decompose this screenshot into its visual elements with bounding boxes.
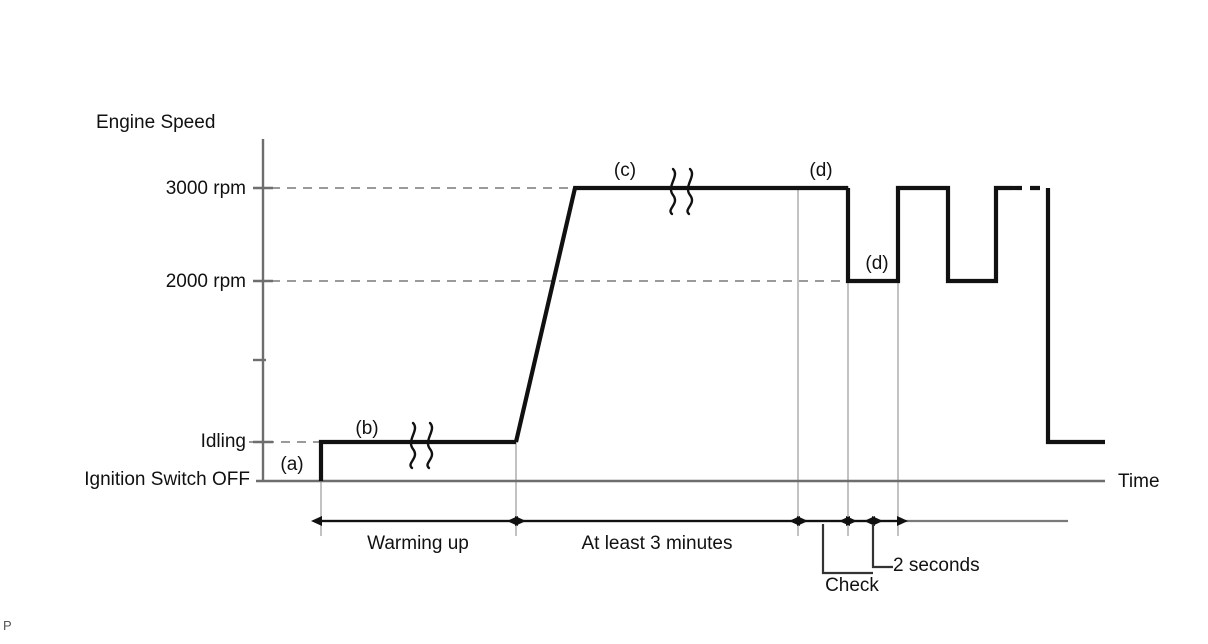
two-seconds-leader-bracket [871,524,893,569]
y-tick-label-idling: Idling [200,431,246,452]
step-label-d-3000: (d) [809,160,833,181]
axis-title-engine-speed: Engine Speed [96,112,216,133]
reference-dashed-lines [249,187,848,443]
guide-lines [320,186,899,536]
y-tick-label-3000rpm: 3000 rpm [165,178,246,199]
time-segment-label-warming-up: Warming up [367,533,469,554]
break-symbol-idling [409,421,434,470]
y-tick-label-2000rpm: 2000 rpm [165,271,246,292]
break-symbol-3000rpm [669,167,694,216]
step-label-a: (a) [280,454,304,475]
time-axis-label: Time [1118,471,1160,492]
time-segment-label-2-seconds: 2 seconds [893,555,980,576]
y-tick-label-ignition-switch-off: Ignition Switch OFF [84,469,250,490]
corner-mark: P [3,618,12,633]
check-leader-bracket [821,524,873,575]
time-segment-label-at-least-3-minutes: At least 3 minutes [581,533,733,554]
engine-speed-waveform [318,185,1105,481]
step-label-d-2000: (d) [865,253,889,274]
y-axis-ticks [253,186,273,444]
step-label-b: (b) [355,418,379,439]
time-segment-label-check: Check [825,575,879,596]
step-label-c: (c) [613,160,637,181]
